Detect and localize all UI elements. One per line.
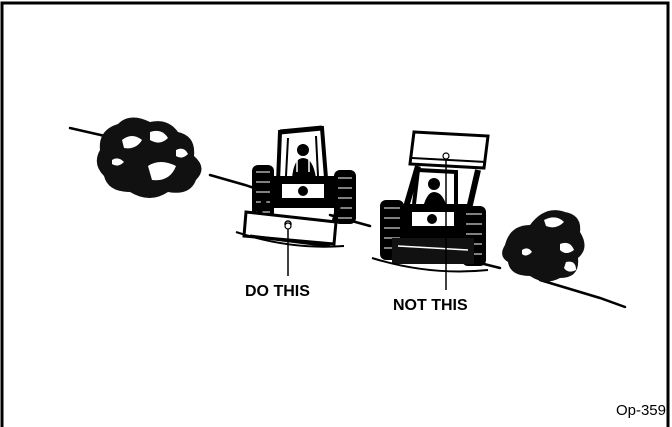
loader-bucket-raised (372, 132, 488, 272)
loader-bucket-low (236, 128, 356, 247)
figure-code: Op-359 (616, 402, 666, 419)
do-this-label: DO THIS (245, 283, 310, 301)
bush-left (97, 117, 202, 198)
callout-dot-do (285, 223, 291, 229)
bush-right (502, 210, 584, 281)
not-this-label: NOT THIS (393, 297, 468, 315)
callout-dot-not (443, 153, 449, 159)
